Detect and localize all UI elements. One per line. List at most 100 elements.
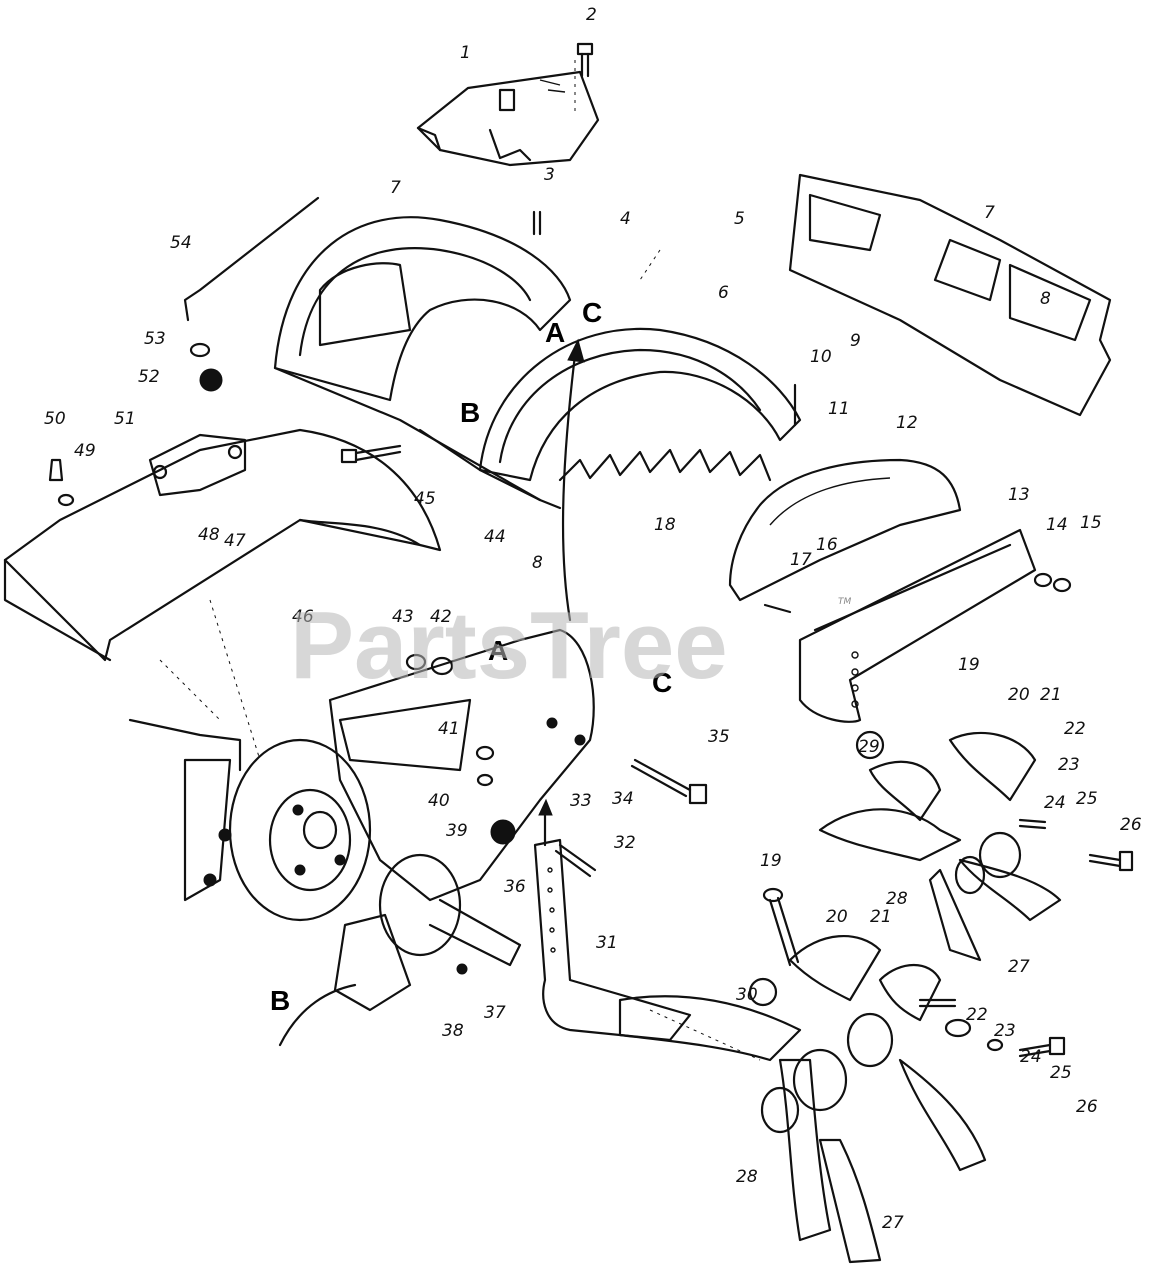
ref-letter-c-top: C: [582, 297, 602, 328]
callout-20-upper: 20: [1008, 685, 1030, 705]
callout-46: 46: [292, 607, 314, 627]
callout-37: 37: [484, 1003, 506, 1023]
callout-26-upper: 26: [1120, 815, 1142, 835]
callout-19-upper: 19: [958, 655, 980, 675]
callout-17: 17: [790, 550, 812, 570]
callout-35: 35: [708, 727, 730, 747]
right-shield-extension: [788, 173, 1112, 417]
callout-39: 39: [446, 821, 468, 841]
callout-9: 9: [850, 331, 861, 351]
callout-22-lower: 22: [966, 1005, 988, 1025]
callout-33: 33: [570, 791, 592, 811]
watermark-trademark: TM: [838, 597, 851, 607]
callout-38: 38: [442, 1021, 464, 1041]
callout-15: 15: [1080, 513, 1102, 533]
callout-13: 13: [1008, 485, 1030, 505]
transmission-housing: [128, 628, 595, 922]
center-tine-shield: [418, 327, 802, 510]
callout-27-upper: 27: [1008, 957, 1030, 977]
lower-tine-assembly: [618, 887, 987, 1264]
callout-11: 11: [828, 399, 850, 419]
top-shield: [3, 428, 442, 662]
sawtooth-bar: [558, 448, 772, 482]
callout-54: 54: [170, 233, 192, 253]
callout-7-right: 7: [984, 203, 995, 223]
callout-25-upper: 25: [1076, 789, 1098, 809]
callout-24-upper: 24: [1044, 793, 1066, 813]
callout-23-upper: 23: [1058, 755, 1080, 775]
handle-rod: [183, 196, 320, 322]
bolt-45: [340, 444, 402, 464]
ref-letter-a-mid: A: [488, 635, 508, 666]
callout-49: 49: [74, 441, 96, 461]
side-plate: [278, 913, 412, 1047]
ref-letter-b-top: B: [460, 397, 480, 428]
callout-32: 32: [614, 833, 636, 853]
callout-4: 4: [620, 209, 631, 229]
callout-36: 36: [504, 877, 526, 897]
bolt-2: [576, 42, 594, 78]
callout-48: 48: [198, 525, 220, 545]
washer-49: [57, 493, 75, 507]
callout-6: 6: [718, 283, 729, 303]
callout-20-lower: 20: [826, 907, 848, 927]
callout-53: 53: [144, 329, 166, 349]
callout-30: 30: [736, 985, 758, 1005]
callout-40: 40: [428, 791, 450, 811]
callout-21-upper: 21: [1040, 685, 1062, 705]
callout-29: 29: [858, 737, 880, 757]
callout-2: 2: [586, 5, 597, 25]
callout-51: 51: [114, 409, 136, 429]
callout-44: 44: [484, 527, 506, 547]
callout-41: 41: [438, 719, 460, 739]
axle-and-depth-stake: [378, 838, 692, 1042]
housing-hardware: [405, 383, 1072, 975]
callout-28-lower: 28: [736, 1167, 758, 1187]
left-tine-shield: [273, 216, 572, 502]
callout-12: 12: [896, 413, 918, 433]
callout-43: 43: [392, 607, 414, 627]
callout-22-upper: 22: [1064, 719, 1086, 739]
callout-16: 16: [816, 535, 838, 555]
callout-50: 50: [44, 409, 66, 429]
ref-letter-a-top: A: [545, 317, 565, 348]
callout-31: 31: [596, 933, 618, 953]
knob-52: [199, 368, 223, 392]
pin-3: [532, 210, 542, 236]
ref-letter-b-bottom: B: [270, 985, 290, 1016]
callout-7-left: 7: [390, 178, 401, 198]
callout-25-lower: 25: [1050, 1063, 1072, 1083]
callout-23-lower: 23: [994, 1021, 1016, 1041]
tine-flap: [728, 458, 962, 602]
callout-28-upper: 28: [886, 889, 908, 909]
nut-53: [189, 342, 211, 358]
partstree-watermark: PartsTree: [290, 592, 728, 699]
callout-1: 1: [460, 43, 471, 63]
callout-47: 47: [224, 531, 246, 551]
callout-19-lower: 19: [760, 851, 782, 871]
callout-24-lower: 24: [1020, 1047, 1042, 1067]
callout-34: 34: [612, 789, 634, 809]
fitting-50: [48, 458, 64, 482]
callout-10: 10: [810, 347, 832, 367]
callout-8-right: 8: [1040, 289, 1051, 309]
depth-plate: [798, 528, 1037, 723]
callout-26-lower: 26: [1076, 1097, 1098, 1117]
knob-39: [490, 819, 516, 845]
callout-14: 14: [1046, 515, 1068, 535]
callout-5: 5: [734, 209, 745, 229]
callout-42: 42: [430, 607, 452, 627]
callout-45: 45: [414, 489, 436, 509]
right-hardware: [918, 818, 1134, 1058]
callout-8-center: 8: [532, 553, 543, 573]
callout-18: 18: [654, 515, 676, 535]
ref-letter-c-mid: C: [652, 667, 672, 698]
top-cover-bracket: [416, 70, 600, 167]
callout-3: 3: [544, 165, 555, 185]
reference-arrow-a: [561, 338, 585, 622]
callout-21-lower: 21: [870, 907, 892, 927]
callout-27-lower: 27: [882, 1213, 904, 1233]
callout-52: 52: [138, 367, 160, 387]
lever-bracket: [148, 433, 247, 497]
